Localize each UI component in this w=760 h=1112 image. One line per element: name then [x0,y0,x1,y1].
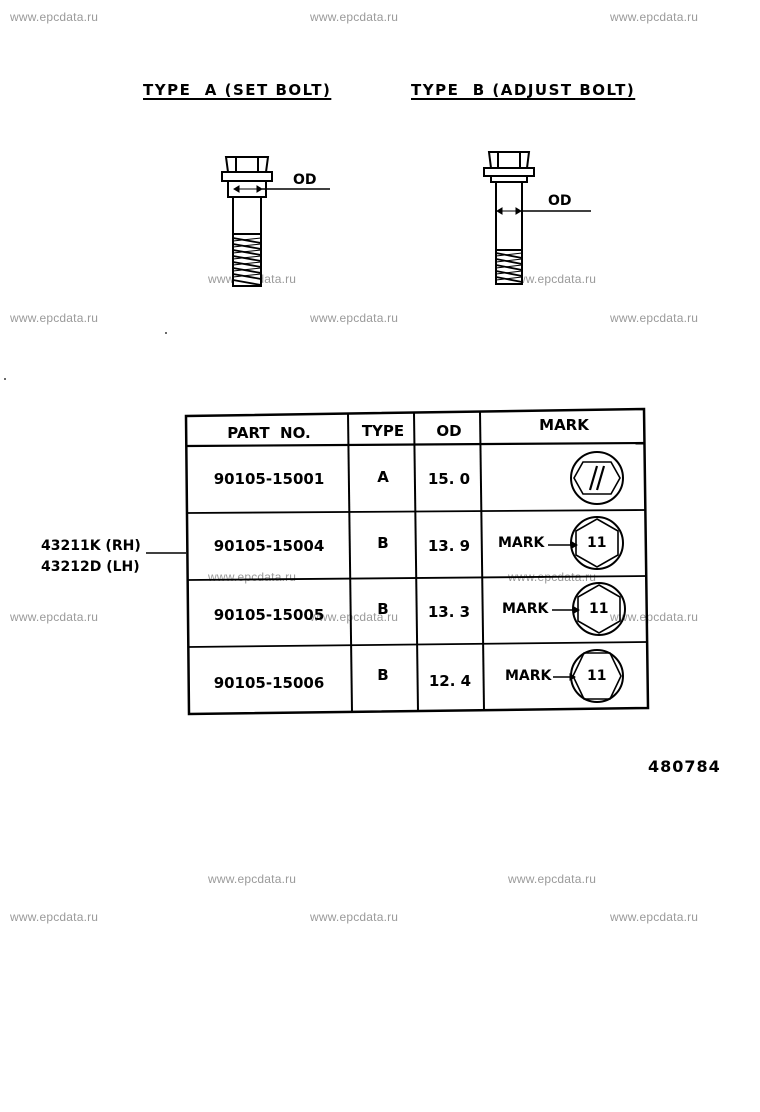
row-4-mark-label: MARK [505,668,552,684]
header-mark: MARK [539,416,589,434]
row-1-type: A [377,468,389,486]
watermark: www.epcdata.ru [610,610,699,624]
type-b-title: TYPE B (ADJUST BOLT) [411,81,636,99]
parts-table-grid [146,407,650,716]
watermark: www.epcdata.ru [610,311,699,325]
header-part-no: PART NO. [227,424,311,442]
row-4-part-no: 90105-15006 [213,674,325,692]
watermark: www.epcdata.ru [310,610,399,624]
row-2-part-no: 90105-15004 [213,537,325,555]
header-od: OD [436,422,462,440]
type-a-title: TYPE A (SET BOLT) [143,81,332,99]
type-a-bolt-icon [221,156,330,287]
row-3-part-no: 90105-15005 [213,606,325,624]
mark-11-icon [552,582,626,636]
row-3-od: 13. 3 [427,603,471,621]
row-1-od: 15. 0 [427,470,471,488]
watermark: www.epcdata.ru [10,311,99,325]
watermark: www.epcdata.ru [610,910,699,924]
row-3-type: B [377,600,389,618]
mark-slash-icon [570,451,624,505]
watermark: www.epcdata.ru [10,610,99,624]
row-4-mark-symbol: 11 [587,668,607,684]
watermark: www.epcdata.ru [310,10,399,24]
row-4-od: 12. 4 [428,672,472,690]
mark-11-icon [548,516,624,570]
callout-rh: 43211K (RH) [41,538,141,554]
watermark: www.epcdata.ru [508,872,597,886]
watermark: www.epcdata.ru [610,10,699,24]
watermark: www.epcdata.ru [310,910,399,924]
type-b-od-label: OD [548,193,572,209]
row-3-mark-symbol: 11 [589,601,609,617]
watermark: www.epcdata.ru [310,311,399,325]
type-a-od-label: OD [293,172,317,188]
row-3-mark-label: MARK [502,601,549,617]
row-2-mark-label: MARK [498,535,545,551]
watermark: www.epcdata.ru [10,10,99,24]
header-type: TYPE [361,422,405,440]
row-2-od: 13. 9 [427,537,471,555]
row-1-part-no: 90105-15001 [213,470,325,488]
type-b-bolt-icon [483,151,591,285]
row-2-type: B [377,534,389,552]
callout-lh: 43212D (LH) [41,559,140,575]
watermark: www.epcdata.ru [10,910,99,924]
mark-11-icon [553,649,624,703]
row-2-mark-symbol: 11 [587,535,607,551]
watermark: www.epcdata.ru [208,872,297,886]
watermark: www.epcdata.ru [508,272,597,286]
row-4-type: B [377,666,389,684]
diagram-number: 480784 [648,757,721,776]
